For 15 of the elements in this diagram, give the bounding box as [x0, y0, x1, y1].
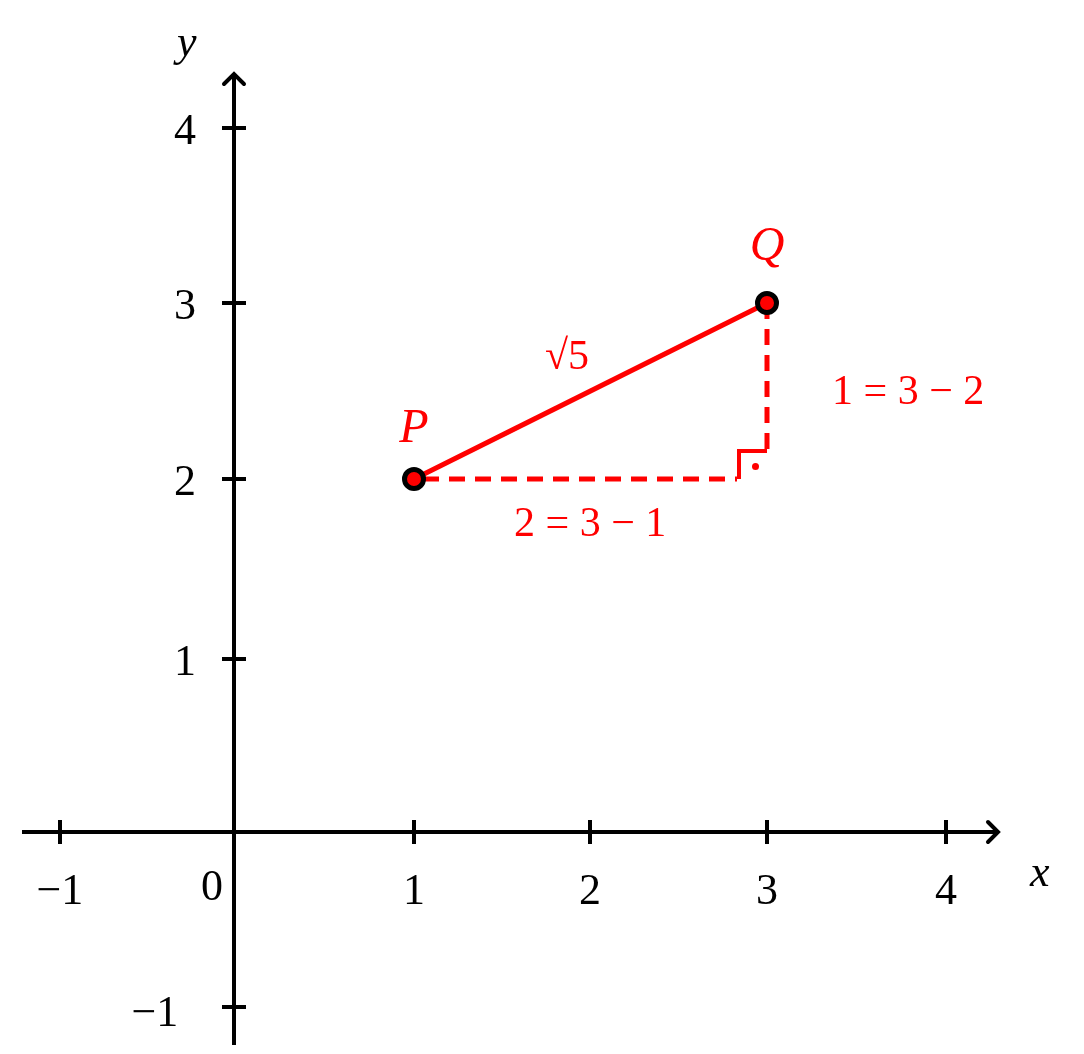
point-label: Q	[748, 220, 786, 268]
right-angle-mark	[737, 449, 767, 479]
tick-label: 3	[756, 868, 778, 912]
tick-label: 0	[201, 864, 223, 908]
tick-label: 1	[403, 868, 425, 912]
point-label: P	[398, 402, 430, 450]
tick-label: −1	[36, 868, 84, 912]
tick-label: 2	[174, 459, 196, 503]
tick-label: 4	[935, 868, 957, 912]
tick-label: 1	[174, 639, 196, 683]
tick-label: 2	[579, 868, 601, 912]
tick-label: 3	[174, 283, 196, 327]
axis-label: x	[1030, 850, 1050, 894]
tick-label: −1	[131, 990, 179, 1034]
tick-label: 4	[174, 108, 196, 152]
